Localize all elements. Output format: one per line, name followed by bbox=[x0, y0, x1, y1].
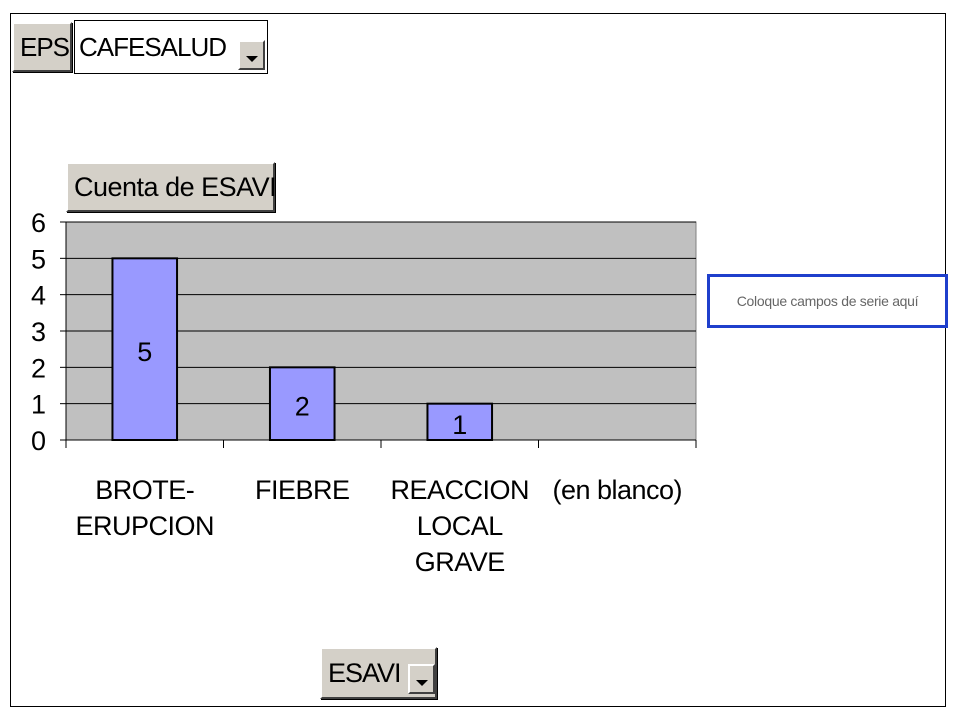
page-field-dropdown[interactable]: CAFESALUD bbox=[74, 20, 268, 74]
y-tick-label: 0 bbox=[31, 426, 46, 456]
category-field-label: ESAVI bbox=[328, 657, 402, 688]
bar bbox=[426, 402, 494, 441]
y-tick-label: 6 bbox=[31, 208, 46, 238]
x-tick-label: REACCION bbox=[390, 475, 529, 505]
data-label: 1 bbox=[452, 410, 467, 440]
data-label: 2 bbox=[295, 392, 310, 422]
y-tick-label: 2 bbox=[31, 353, 46, 383]
category-field-dropdown-arrow-icon[interactable] bbox=[408, 664, 435, 694]
x-tick-label: (en blanco) bbox=[552, 475, 682, 505]
page-field-dropdown-arrow-icon[interactable] bbox=[238, 40, 265, 70]
bar bbox=[111, 257, 179, 442]
x-tick-label: GRAVE bbox=[415, 547, 505, 577]
x-tick-label: FIEBRE bbox=[255, 475, 350, 505]
data-label: 5 bbox=[137, 337, 152, 367]
page-field-button[interactable]: EPS bbox=[12, 22, 72, 72]
page-field-value: CAFESALUD bbox=[79, 31, 227, 62]
data-field-button[interactable]: Cuenta de ESAVI bbox=[66, 162, 277, 212]
data-field-label: Cuenta de ESAVI bbox=[74, 171, 277, 202]
y-tick-label: 1 bbox=[31, 390, 46, 420]
page-field-label: EPS bbox=[20, 31, 70, 62]
x-tick-label: BROTE- bbox=[95, 475, 194, 505]
y-tick-label: 5 bbox=[31, 244, 46, 274]
bar bbox=[268, 366, 336, 442]
series-drop-text: Coloque campos de serie aquí bbox=[736, 293, 919, 309]
x-tick-label: LOCAL bbox=[417, 511, 504, 541]
x-tick-label: ERUPCION bbox=[75, 511, 214, 541]
y-tick-label: 3 bbox=[31, 317, 46, 347]
y-tick-label: 4 bbox=[31, 281, 46, 311]
series-drop-zone[interactable]: Coloque campos de serie aquí bbox=[707, 274, 948, 328]
